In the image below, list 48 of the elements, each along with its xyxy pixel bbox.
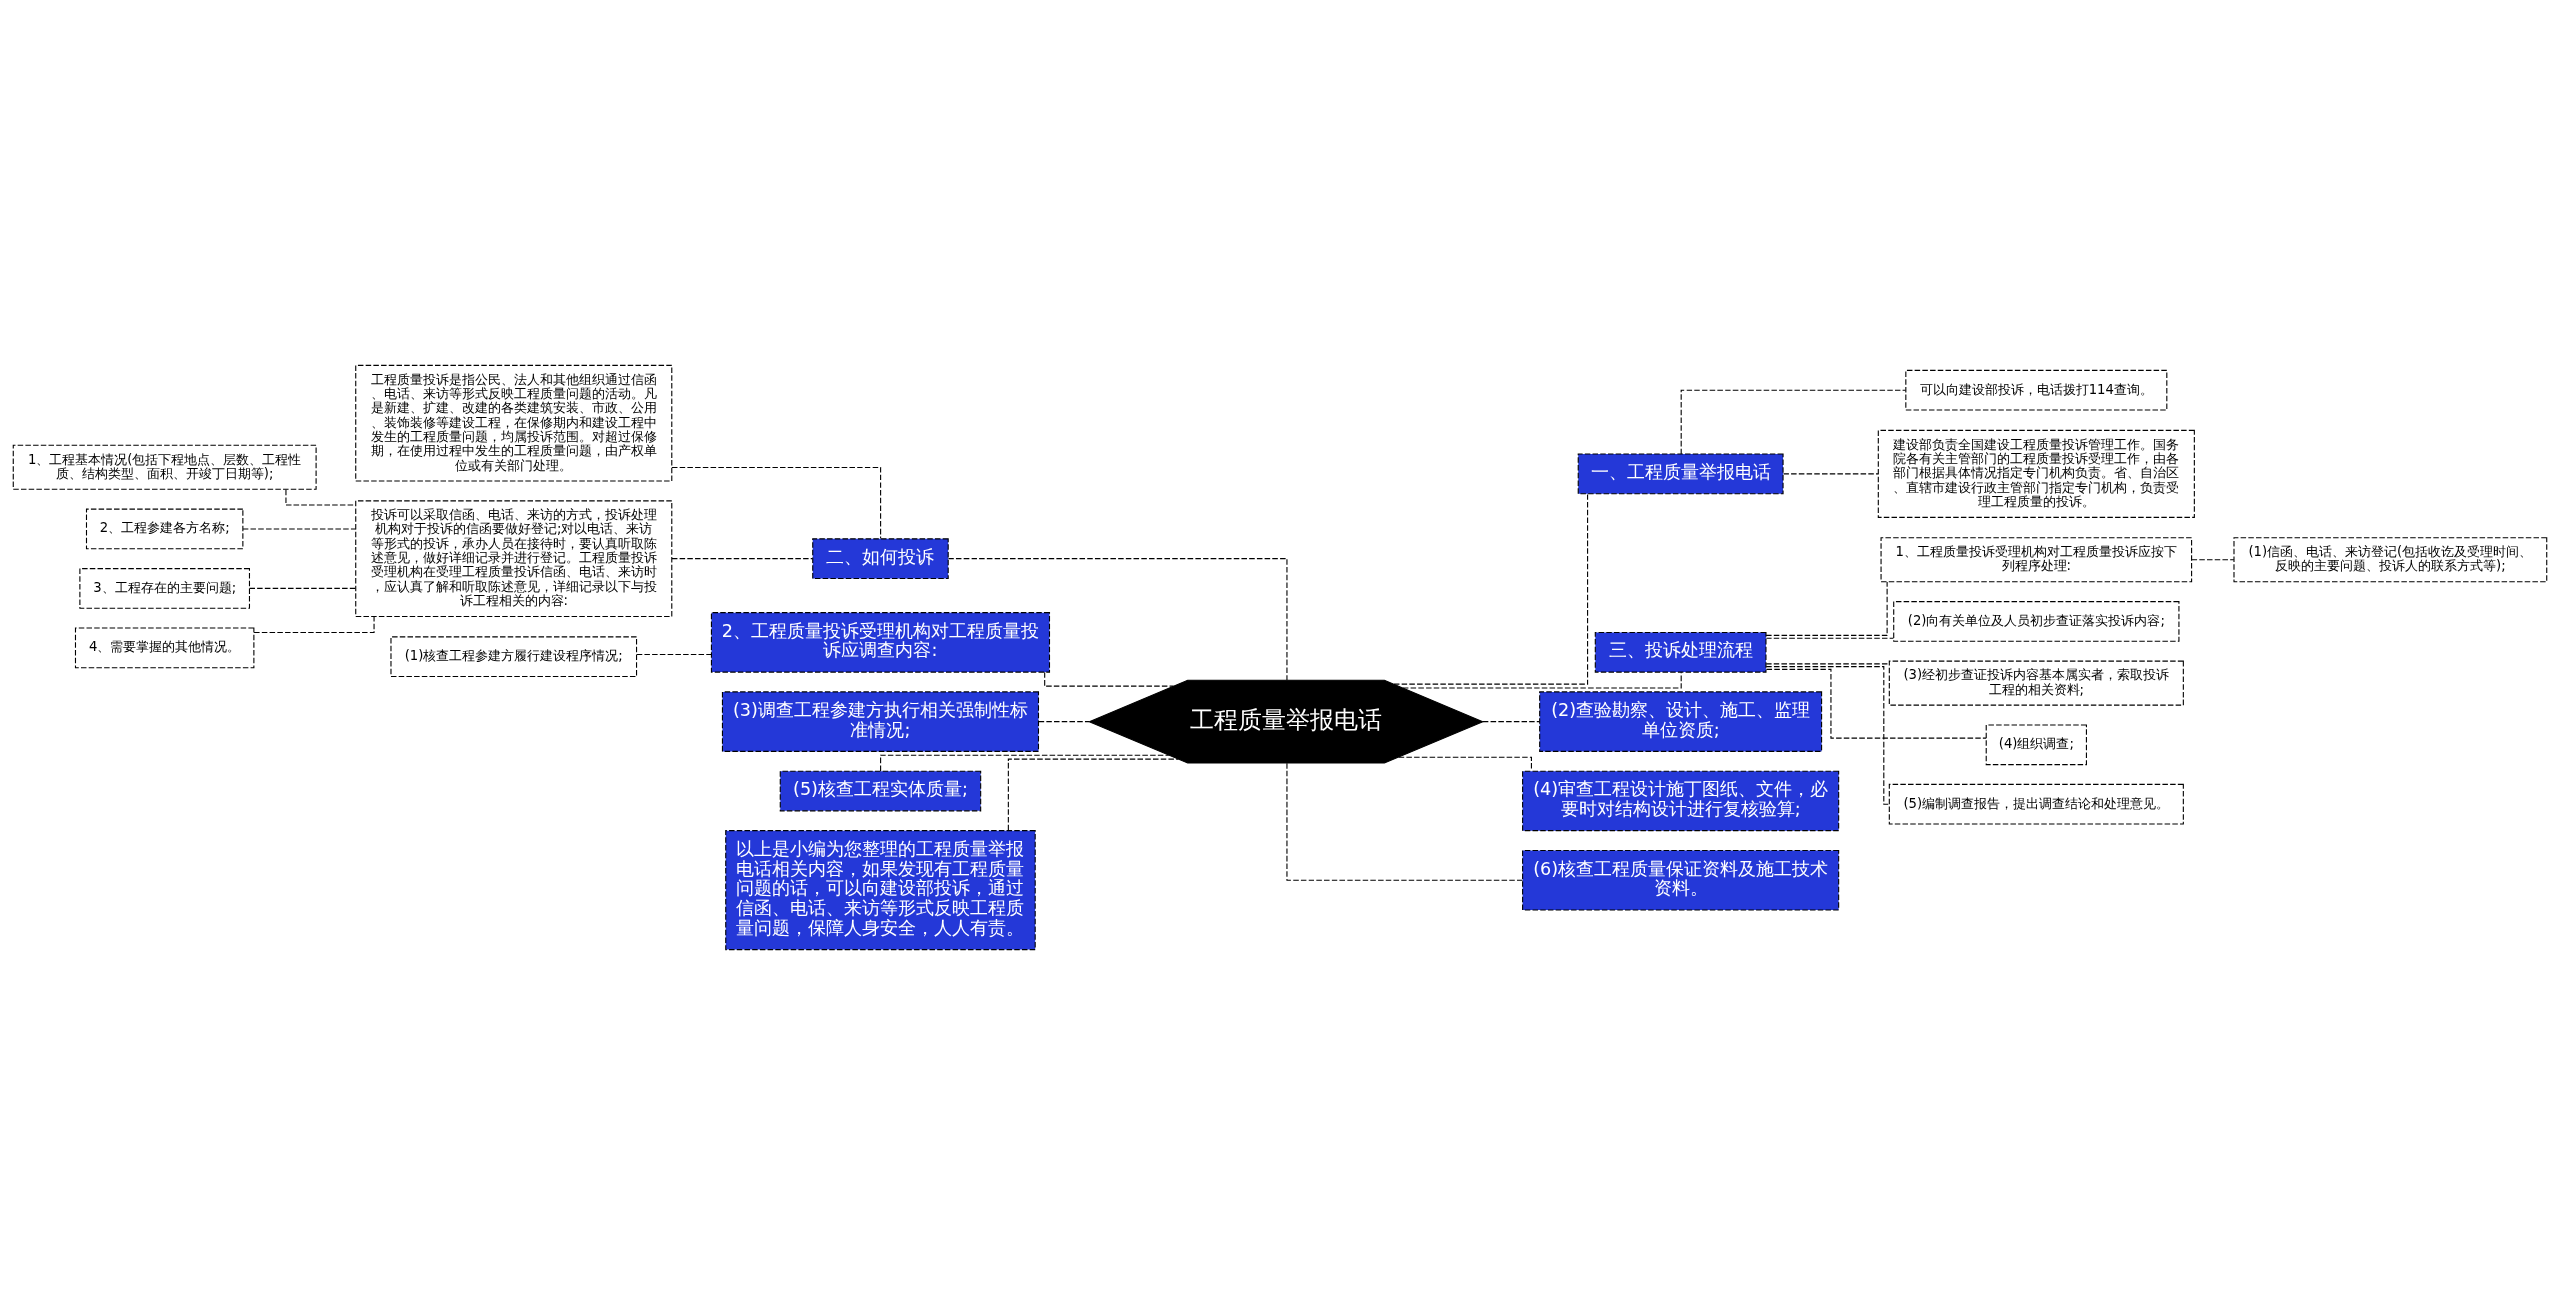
node-box: 3、工程存在的主要问题; bbox=[79, 567, 250, 609]
node-box: 4、需要掌握的其他情况。 bbox=[74, 627, 255, 668]
connector bbox=[242, 527, 357, 529]
connector bbox=[947, 557, 1288, 681]
node-box: 一、工程质量举报电话 bbox=[1577, 453, 1784, 494]
connector bbox=[1765, 665, 1890, 805]
connector bbox=[1680, 389, 1907, 455]
connector bbox=[249, 587, 357, 589]
connector bbox=[1044, 671, 1175, 687]
node-box: (4)审查工程设计施丁图纸、文件，必要时对结构设计进行复核验算; bbox=[1522, 770, 1840, 831]
connector bbox=[1765, 581, 1888, 636]
connector bbox=[1765, 668, 1987, 739]
node-box: 投诉可以采取信函、电话、来访的方式，投诉处理机构对于投诉的信函要做好登记;对以电话、来访等形式的投诉，承办人员在接待时，要认真听取陈述意见，做好详细记录并进行登记。工程质量投诉受理机构在受理工程质量投诉信函、电话、来访时，应认真了解和听取陈述意见，详细记录以下与投诉工程相关的内容: bbox=[355, 499, 673, 617]
connector bbox=[1038, 720, 1090, 722]
connector bbox=[636, 653, 712, 655]
connector bbox=[285, 488, 357, 506]
node-box: 二、如何投诉 bbox=[812, 537, 949, 579]
node-box: 可以向建设部投诉，电话拨打114查询。 bbox=[1905, 369, 2168, 411]
node-box: (5)核查工程实体质量; bbox=[779, 770, 982, 811]
connector bbox=[1765, 637, 1894, 639]
node-box: 2、工程参建各方名称; bbox=[85, 508, 244, 549]
node-box: 1、工程基本情况(包括下程地点、层数、工程性质、结构类型、面积、开竣丁日期等); bbox=[12, 444, 317, 490]
node-box: 以上是小编为您整理的工程质量举报电话相关内容，如果发现有工程质量问题的话，可以向建设部投诉，通过信函、电话、来访等形式反映工程质量问题，保障人身安全，人人有责。 bbox=[725, 829, 1036, 950]
node-box: (2)查验勘察、设计、施工、监理单位资质; bbox=[1539, 690, 1823, 752]
node-box: (2)向有关单位及人员初步查证落实投诉内容; bbox=[1893, 600, 2180, 642]
node-box: (3)调查工程参建方执行相关强制性标准情况; bbox=[721, 690, 1040, 752]
node-box: (5)编制调查报告，提出调查结论和处理意见。 bbox=[1888, 783, 2184, 825]
connector bbox=[1286, 762, 1524, 881]
connector bbox=[1782, 472, 1879, 474]
connector bbox=[1398, 756, 1532, 772]
connector bbox=[1007, 758, 1179, 831]
connector bbox=[1393, 493, 1589, 685]
node-box: (4)组织调查; bbox=[1985, 723, 2087, 765]
node-box: 建设部负责全国建设工程质量投诉管理工作。国务院各有关主管部门的工程质量投诉受理工作，由各部门根据具体情况指定专门机构负责。省、自治区、直辖市建设行政主管部门指定专门机构，负责受理工程质量的投诉。 bbox=[1877, 429, 2195, 518]
node-box: 工程质量投诉是指公民、法人和其他组织通过信函、电话、来访等形式反映工程质量问题的活动。凡是新建、扩建、改建的各类建筑安装、市政、公用、装饰装修等建设工程，在保修期内和建设工程中发生的工程质量问题，均属投诉范围。对超过保修期，在使用过程中发生的工程质量问题，由产权单位或有关部门处理。 bbox=[355, 364, 673, 482]
connector bbox=[671, 466, 882, 539]
connector bbox=[880, 754, 1170, 772]
node-box: (1)信函、电话、来访登记(包括收讫及受理时间、反映的主要问题、投诉人的联系方式等); bbox=[2233, 536, 2548, 582]
node-box: (1)核查工程参建方履行建设程序情况; bbox=[390, 635, 638, 677]
node-box: (6)核查工程质量保证资料及施工技术资料。 bbox=[1522, 849, 1840, 910]
node-box: 1、工程质量投诉受理机构对工程质量投诉应按下列程序处理: bbox=[1880, 536, 2193, 582]
connector bbox=[2191, 558, 2235, 560]
connector bbox=[1482, 720, 1540, 722]
node-box: (3)经初步查证投诉内容基本属实者，索取投诉工程的相关资料; bbox=[1888, 660, 2184, 706]
node-box: 三、投诉处理流程 bbox=[1594, 631, 1767, 673]
connector bbox=[1765, 662, 1890, 664]
node-box: 2、工程质量投诉受理机构对工程质量投诉应调查内容: bbox=[710, 611, 1051, 673]
connector bbox=[253, 615, 375, 633]
